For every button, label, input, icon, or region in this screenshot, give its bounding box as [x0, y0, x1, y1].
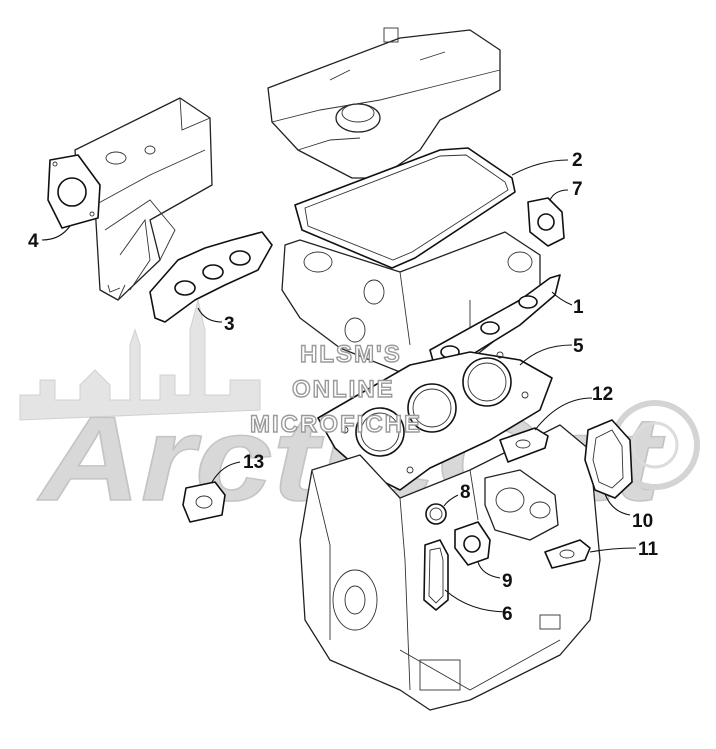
leader-13 [211, 461, 241, 483]
watermark-skyline [19, 299, 261, 421]
callout-5: 5 [573, 336, 584, 357]
callout-7: 7 [572, 179, 583, 200]
o-ring-8 [425, 503, 447, 525]
callout-13: 13 [243, 452, 264, 473]
leader-2 [511, 159, 569, 176]
leader-6 [444, 589, 509, 613]
watermark-line-1: HLSM'S [300, 341, 402, 368]
leader-4 [41, 225, 71, 241]
callout-3: 3 [224, 314, 235, 335]
leader-5 [519, 344, 573, 366]
gasket-9 [454, 521, 491, 566]
leader-11 [589, 547, 637, 553]
gasket-10 [584, 419, 633, 499]
leader-9 [477, 561, 501, 579]
watermark-line-2: ONLINE [292, 376, 395, 403]
leader-8 [443, 494, 459, 507]
engine-block [299, 424, 601, 711]
leader-7 [549, 189, 569, 201]
callout-8: 8 [460, 482, 471, 503]
seal-6 [423, 539, 449, 611]
gasket-4 [47, 154, 101, 229]
gasket-7 [527, 197, 565, 247]
watermark-text: HLSM'S ONLINE MICROFICHE [249, 340, 422, 438]
callout-2: 2 [572, 150, 583, 171]
watermark-line-3: MICROFICHE [250, 411, 422, 438]
callout-1: 1 [573, 297, 584, 318]
leader-10 [604, 493, 631, 516]
gasket-12 [499, 427, 549, 463]
gasket-3 [149, 231, 273, 323]
gasket-13 [182, 481, 226, 523]
gasket-5 [317, 351, 553, 491]
callout-12: 12 [592, 384, 613, 405]
gasket-11 [544, 539, 591, 569]
leader-3 [197, 307, 223, 323]
callout-6: 6 [502, 604, 513, 625]
callout-10: 10 [632, 511, 653, 532]
callout-4: 4 [28, 231, 39, 252]
leader-12 [534, 397, 593, 431]
callout-11: 11 [638, 539, 659, 560]
gasket-2 [294, 147, 516, 269]
cylinder-head-cover [267, 27, 501, 179]
watermark-wheel-hub [631, 421, 679, 469]
callout-9: 9 [502, 571, 513, 592]
leader-1 [551, 291, 573, 306]
